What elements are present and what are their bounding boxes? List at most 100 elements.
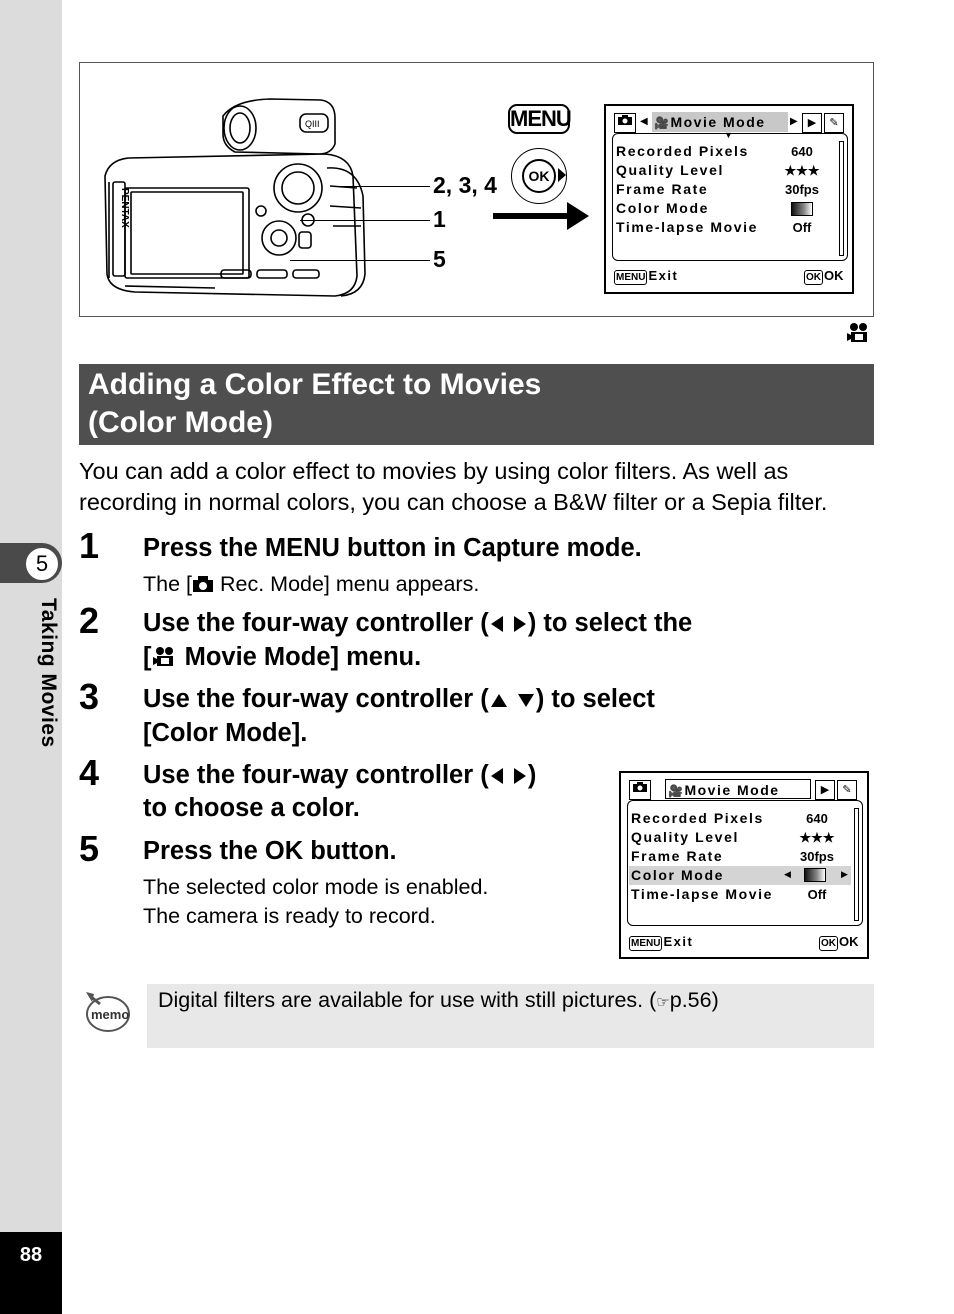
exit-label: Exit xyxy=(663,934,694,949)
memo-box xyxy=(147,984,874,1048)
callout-steps-2-3-4: 2, 3, 4 xyxy=(433,172,497,198)
step-2-text-a: Use the four-way controller ( xyxy=(143,609,489,637)
ok-button-icon: OK xyxy=(522,159,556,193)
camera-brand-text: PENTAX xyxy=(119,188,130,228)
step-3-text-line2: [Color Mode]. xyxy=(143,719,308,747)
page-number: 88 xyxy=(19,1244,43,1266)
lcd-title-top: 🎥Movie Mode xyxy=(652,112,788,132)
value-recorded-pixels: 640 xyxy=(806,811,828,826)
value-time-lapse-movie: Off xyxy=(807,887,827,902)
menu-item-recorded-pixels: Recorded Pixels xyxy=(616,143,749,159)
playback-tab-icon: ▶ xyxy=(802,113,822,133)
right-arrow-icon: ▶ xyxy=(790,116,798,127)
menu-item-color-mode: Color Mode xyxy=(616,200,709,216)
right-arrow-icon xyxy=(513,616,526,633)
down-arrow-icon: ▼ xyxy=(724,130,733,140)
step-2-text-line1: Use the four-way controller ( ) to selec… xyxy=(143,606,692,640)
value-quality-level: ★★★ xyxy=(799,830,835,845)
menu-key-icon: MENU xyxy=(614,270,648,285)
movie-icon xyxy=(152,647,173,666)
memo-icon: memo xyxy=(80,988,132,1036)
menu-item-quality-level: Quality Level xyxy=(616,162,724,178)
step-5-sub-2: The camera is ready to record. xyxy=(143,904,436,928)
memo-text: Digital filters are available for use wi… xyxy=(158,986,719,1017)
down-arrow-icon xyxy=(517,693,534,707)
chapter-number: 5 xyxy=(24,546,60,582)
four-way-controller-icon xyxy=(511,148,567,204)
camera-tab-icon xyxy=(629,780,651,800)
step-1-sub-b: Rec. Mode] menu appears. xyxy=(214,572,480,596)
left-arrow-icon: ◀ xyxy=(640,116,648,127)
step-number: 2 xyxy=(79,600,100,641)
callout-line-1 xyxy=(300,220,430,221)
menu-item-time-lapse-movie: Time-lapse Movie xyxy=(616,219,759,235)
step-4-text-b: ) xyxy=(527,761,537,789)
setup-tab-icon: ✎ xyxy=(824,113,844,133)
movie-mode-icon xyxy=(846,322,872,350)
callout-step-1: 1 xyxy=(433,206,446,232)
left-arrow-icon xyxy=(490,768,503,785)
lcd-menu-area xyxy=(627,800,863,926)
step-4-text-line2: to choose a color. xyxy=(143,794,360,822)
step-number: 5 xyxy=(79,828,100,869)
step-1-sub-a: The [ xyxy=(143,572,192,596)
movie-icon: 🎥 xyxy=(668,784,685,798)
value-quality-level: ★★★ xyxy=(784,163,820,178)
menu-key-icon: MENU xyxy=(629,936,663,951)
movie-icon: 🎥 xyxy=(654,116,671,130)
page-number-box xyxy=(0,1232,62,1314)
step-3-text-a: Use the four-way controller ( xyxy=(143,685,489,713)
lcd-title-text: Movie Mode xyxy=(684,782,780,798)
section-heading-line1: Adding a Color Effect to Movies xyxy=(88,368,542,401)
menu-item-quality-level: Quality Level xyxy=(631,829,739,845)
ok-key-icon: OK xyxy=(819,936,838,951)
step-number: 4 xyxy=(79,752,100,793)
callout-step-5: 5 xyxy=(433,246,446,272)
ok-key-icon: OK xyxy=(804,270,823,285)
left-arrow-icon: ◀ xyxy=(784,869,791,879)
playback-tab-icon: ▶ xyxy=(815,780,835,800)
color-mode-swatch xyxy=(804,868,826,882)
step-5-sub-1: The selected color mode is enabled. xyxy=(143,875,489,899)
step-number: 3 xyxy=(79,676,100,717)
value-frame-rate: 30fps xyxy=(785,182,819,197)
menu-item-color-mode: Color Mode xyxy=(631,867,724,883)
illustration-frame xyxy=(79,62,874,317)
section-heading-line2: (Color Mode) xyxy=(88,406,273,439)
chapter-title: Taking Movies xyxy=(37,598,60,748)
step-5-text: Press the OK button. xyxy=(143,837,397,865)
chapter-sidebar xyxy=(0,0,62,1314)
step-4-text-a: Use the four-way controller ( xyxy=(143,761,489,789)
menu-item-recorded-pixels: Recorded Pixels xyxy=(631,810,764,826)
menu-item-frame-rate: Frame Rate xyxy=(631,848,724,864)
color-mode-swatch xyxy=(791,202,813,216)
lcd-scrollbar xyxy=(854,808,859,921)
exit-label: Exit xyxy=(648,268,679,283)
step-1-sub: The [ Rec. Mode] menu appears. xyxy=(143,570,479,599)
memo-icon-label: memo xyxy=(91,1007,129,1022)
right-arrow-icon xyxy=(513,768,526,785)
memo-text-b: p.56) xyxy=(669,988,719,1012)
lcd-title-text: Movie Mode xyxy=(670,114,766,130)
section-heading: Adding a Color Effect to Movies (Color M… xyxy=(88,366,788,442)
step-1-text: Press the MENU button in Capture mode. xyxy=(143,534,642,562)
step-2-text-c: [ xyxy=(143,643,152,671)
value-frame-rate: 30fps xyxy=(800,849,834,864)
up-arrow-icon xyxy=(490,693,507,707)
ok-label: OK xyxy=(839,934,859,949)
menu-button-icon: MENU xyxy=(508,104,572,134)
right-arrow-icon xyxy=(558,168,566,182)
ok-label: OK xyxy=(824,268,844,283)
memo-text-a: Digital filters are available for use wi… xyxy=(158,988,657,1012)
step-3-text-b: ) to select xyxy=(535,685,655,713)
callout-line-234 xyxy=(335,186,430,187)
lcd-scrollbar xyxy=(839,141,844,256)
camera-icon xyxy=(193,576,213,592)
step-2-text-line2: [ Movie Mode] menu. xyxy=(143,640,421,674)
setup-tab-icon: ✎ xyxy=(837,780,857,800)
camera-illustration: QIII PENTAX xyxy=(104,98,366,297)
step-3-text-line1: Use the four-way controller ( ) to selec… xyxy=(143,682,655,716)
